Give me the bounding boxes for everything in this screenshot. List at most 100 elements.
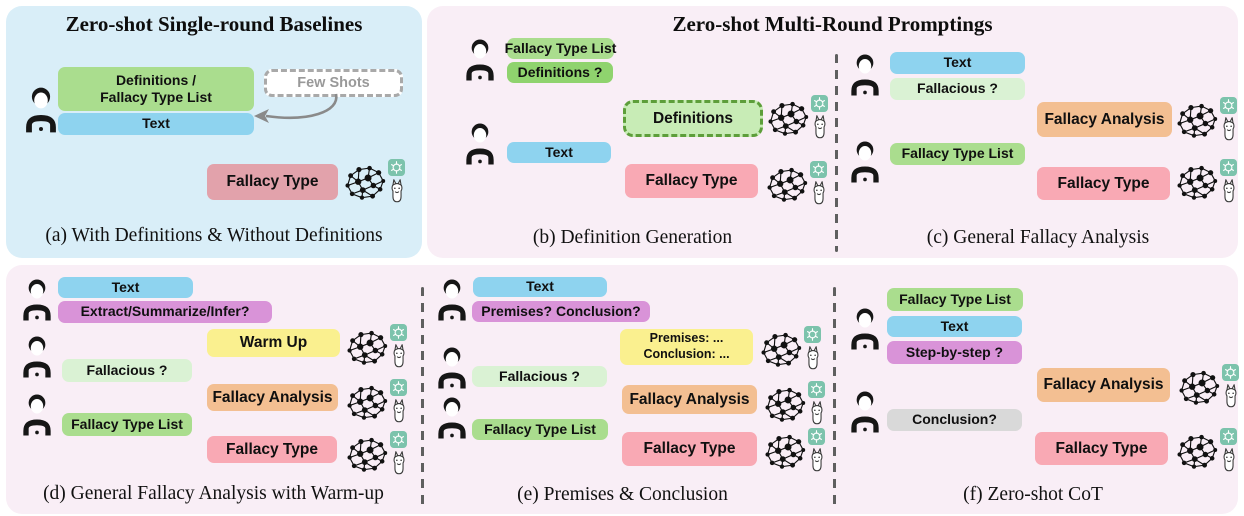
neural-network-brain-icon <box>342 325 389 370</box>
llama-icon <box>810 179 828 206</box>
model-icons <box>760 381 828 428</box>
few-shots-box: Few Shots <box>264 69 403 97</box>
user-icon <box>848 140 882 184</box>
fallacy-type-box: Fallacy Type <box>207 164 338 200</box>
openai-logo-icon <box>1220 159 1237 176</box>
fallacy-type-list-box: Fallacy Type List <box>62 413 192 436</box>
panel-multi-round-bottom: Text Extract/Summarize/Infer? Warm Up <box>6 265 1240 514</box>
text-box: Text <box>507 142 611 163</box>
model-icons <box>763 95 831 142</box>
user-icon <box>848 53 882 97</box>
user-icon <box>463 122 497 166</box>
text-box: Text <box>58 113 254 135</box>
model-icons <box>1172 97 1240 144</box>
openai-logo-icon <box>1222 364 1239 381</box>
openai-logo-icon <box>390 431 407 448</box>
openai-logo-icon <box>808 381 825 398</box>
fallacious-question-box: Fallacious ? <box>890 78 1025 100</box>
openai-logo-icon <box>811 95 828 112</box>
fallacy-type-list-box: Fallacy Type List <box>890 143 1025 165</box>
neural-network-brain-icon <box>1174 365 1221 410</box>
panel-a-title: Zero-shot Single-round Baselines <box>65 12 363 36</box>
openai-logo-icon <box>390 324 407 341</box>
panel-single-round-baselines: Zero-shot Single-round Baselines Definit… <box>6 6 422 258</box>
premises-conclusion-output-box: Premises: ... Conclusion: ... <box>620 329 753 365</box>
user-icon <box>435 396 469 440</box>
caption-f: (f) Zero-shot CoT <box>963 484 1103 505</box>
neural-network-brain-icon <box>342 380 389 425</box>
llama-icon <box>390 449 408 476</box>
fallacy-analysis-box: Fallacy Analysis <box>622 385 757 414</box>
llama-icon <box>390 397 408 424</box>
fallacious-question-box: Fallacious ? <box>472 366 607 387</box>
neural-network-brain-icon <box>1172 429 1219 474</box>
neural-network-brain-icon <box>342 432 389 477</box>
few-shots-arrow <box>254 93 338 123</box>
llama-icon <box>388 177 406 204</box>
model-icons <box>342 379 410 426</box>
fallacious-question-box: Fallacious ? <box>62 359 192 382</box>
openai-logo-icon <box>804 326 821 343</box>
definitions-fallacy-type-list-box: Definitions / Fallacy Type List <box>58 67 254 111</box>
fallacy-type-box: Fallacy Type <box>207 436 337 463</box>
step-by-step-question-box: Step-by-step ? <box>887 341 1022 364</box>
llama-icon <box>1220 446 1238 473</box>
llama-icon <box>804 344 822 371</box>
caption-d: (d) General Fallacy Analysis with Warm-u… <box>43 483 384 504</box>
panel-multiround-title: Zero-shot Multi-Round Promptings <box>672 12 993 36</box>
fallacy-type-list-box: Fallacy Type List <box>887 288 1023 311</box>
neural-network-brain-icon <box>756 327 803 372</box>
neural-network-brain-icon <box>1172 160 1219 205</box>
openai-logo-icon <box>810 161 827 178</box>
fallacy-type-list-box: Fallacy Type List <box>472 419 608 440</box>
fallacy-type-list-box: Fallacy Type List <box>505 38 616 59</box>
conclusion-line: Conclusion: ... <box>643 347 730 361</box>
openai-logo-icon <box>390 379 407 396</box>
openai-logo-icon <box>808 428 825 445</box>
text-box: Text <box>890 52 1025 74</box>
caption-e: (e) Premises & Conclusion <box>517 484 728 505</box>
divider-e-f <box>833 287 836 507</box>
neural-network-brain-icon <box>760 429 807 474</box>
definitions-line: Definitions / <box>115 71 197 88</box>
text-box: Text <box>473 277 607 297</box>
neural-network-brain-icon <box>1172 98 1219 143</box>
premises-line: Premises: ... <box>649 331 724 346</box>
neural-network-brain-icon <box>763 96 810 141</box>
llama-icon <box>811 113 829 140</box>
user-icon <box>435 278 469 322</box>
text-box: Text <box>58 277 193 298</box>
model-icons <box>342 324 410 371</box>
model-icons <box>342 431 410 478</box>
user-icon <box>463 38 497 82</box>
caption-b: (b) Definition Generation <box>532 227 733 248</box>
model-icons <box>760 428 828 475</box>
divider-d-e <box>421 287 424 507</box>
extract-summarize-infer-box: Extract/Summarize/Infer? <box>58 301 272 323</box>
fallacy-analysis-box: Fallacy Analysis <box>1037 102 1172 137</box>
llama-icon <box>808 399 826 426</box>
user-icon <box>20 393 54 437</box>
openai-logo-icon <box>1220 428 1237 445</box>
caption-a: (a) With Definitions & Without Definitio… <box>45 225 383 246</box>
model-icons <box>756 326 824 373</box>
llama-icon <box>1220 177 1238 204</box>
neural-network-brain-icon <box>760 382 807 427</box>
definitions-question-box: Definitions ? <box>507 62 613 83</box>
fallacy-analysis-box: Fallacy Analysis <box>1037 368 1170 402</box>
neural-network-brain-icon <box>762 162 809 207</box>
conclusion-question-box: Conclusion? <box>887 409 1022 431</box>
user-icon <box>22 86 60 134</box>
llama-icon <box>808 446 826 473</box>
model-icons <box>762 161 830 208</box>
llama-icon <box>1220 115 1238 142</box>
fallacy-type-box: Fallacy Type <box>1037 167 1170 200</box>
warm-up-box: Warm Up <box>207 329 340 357</box>
user-icon <box>435 346 469 390</box>
openai-logo-icon <box>1220 97 1237 114</box>
fallacy-type-box: Fallacy Type <box>1035 432 1168 465</box>
llama-icon <box>1222 382 1240 409</box>
definitions-output-box: Definitions <box>623 100 763 137</box>
user-icon <box>848 390 882 434</box>
